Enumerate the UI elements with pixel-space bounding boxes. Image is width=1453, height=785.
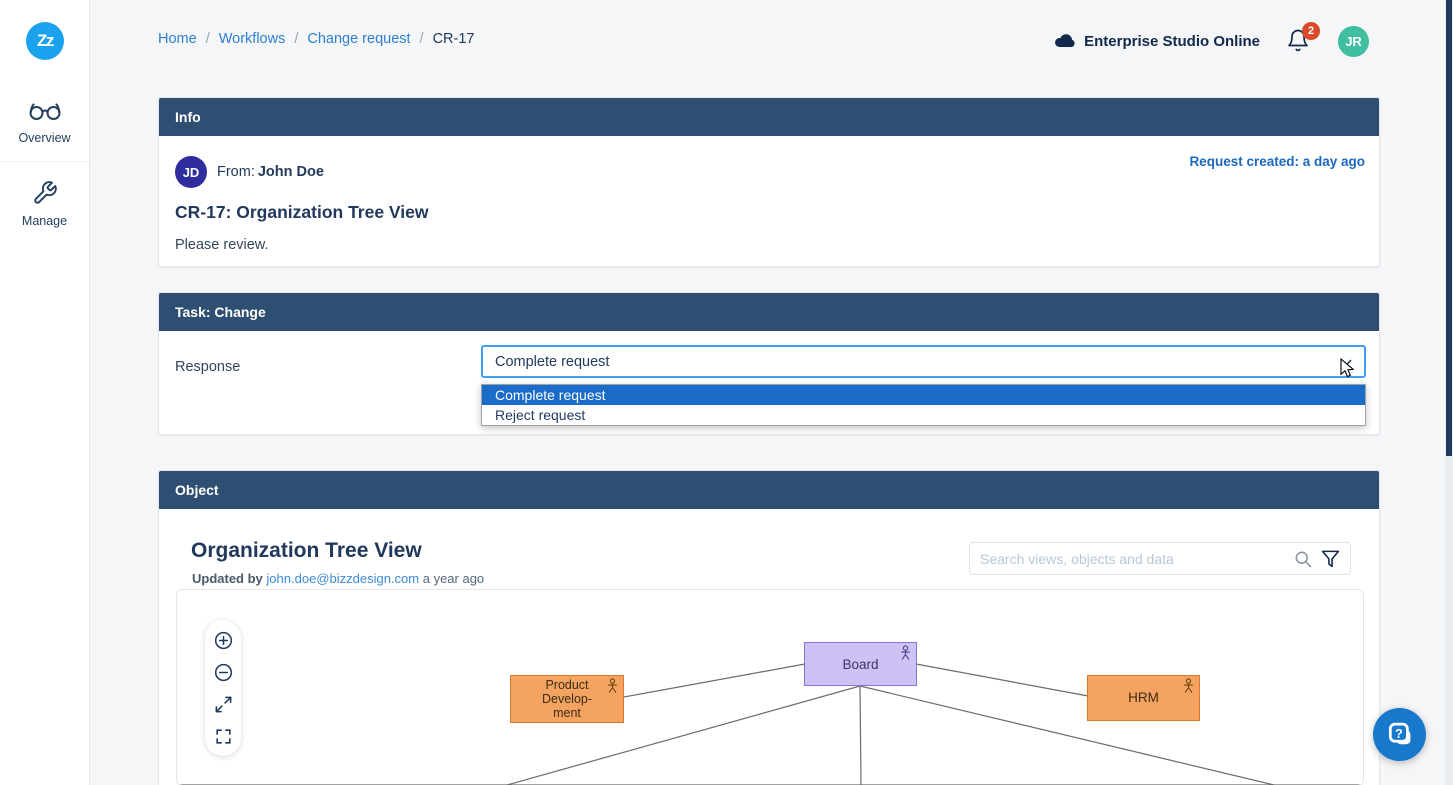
object-panel: Object Organization Tree View Updated by…	[158, 470, 1380, 785]
fit-to-view-button[interactable]	[208, 689, 238, 719]
response-dropdown-list: Complete request Reject request	[481, 384, 1366, 426]
notification-badge: 2	[1302, 22, 1320, 40]
expand-arrows-icon	[215, 696, 231, 712]
from-line: From:John Doe	[217, 164, 324, 180]
breadcrumb-link-change-request[interactable]: Change request	[307, 31, 411, 47]
filter-icon[interactable]	[1321, 549, 1340, 568]
notifications-button[interactable]: 2	[1286, 22, 1320, 54]
zoom-in-button[interactable]	[208, 625, 238, 655]
sidebar-item-overview[interactable]: Overview	[0, 96, 89, 145]
task-panel: Task: Change Response Complete request C…	[158, 292, 1380, 435]
info-panel-header: Info	[159, 98, 1379, 136]
updated-by-label: Updated by	[192, 571, 263, 586]
breadcrumb-separator: /	[205, 31, 210, 47]
diagram-node-hrm[interactable]: HRM	[1087, 675, 1200, 721]
diagram-node-board[interactable]: Board	[804, 642, 917, 686]
node-label: Board	[842, 656, 879, 672]
product-brand: Enterprise Studio Online	[1053, 29, 1260, 53]
fullscreen-button[interactable]	[208, 721, 238, 751]
diagram-zoom-toolbar	[205, 620, 241, 756]
topbar-right: Enterprise Studio Online 2 JR	[1053, 22, 1369, 60]
sidebar-item-label: Manage	[21, 214, 68, 228]
diagram-canvas[interactable]: Board Product Develop- ment HRM	[176, 589, 1364, 785]
search-input[interactable]	[980, 550, 1285, 567]
help-chat-button[interactable]: ?	[1373, 708, 1426, 761]
response-select-value: Complete request	[495, 353, 610, 370]
object-title: Organization Tree View	[191, 539, 422, 562]
dropdown-option-complete-request[interactable]: Complete request	[482, 385, 1365, 405]
breadcrumb-link-home[interactable]: Home	[158, 31, 197, 47]
bizzdesign-logo[interactable]: Zz	[26, 22, 64, 60]
fullscreen-icon	[215, 728, 231, 744]
from-name: John Doe	[257, 164, 324, 180]
sidebar-item-manage[interactable]: Manage	[0, 180, 89, 228]
zoom-out-button[interactable]	[208, 657, 238, 687]
search-icon[interactable]	[1293, 549, 1313, 569]
updated-by-email-link[interactable]: john.doe@bizzdesign.com	[266, 571, 420, 586]
breadcrumb-link-workflows[interactable]: Workflows	[218, 31, 286, 47]
node-label: Develop-	[541, 692, 593, 706]
search-box	[969, 542, 1351, 575]
user-avatar[interactable]: JR	[1338, 25, 1369, 57]
breadcrumb-separator: /	[294, 31, 299, 47]
updated-line: Updated by john.doe@bizzdesign.com a yea…	[192, 571, 484, 586]
glasses-icon	[29, 103, 60, 120]
dropdown-option-reject-request[interactable]: Reject request	[495, 407, 586, 423]
actor-icon	[608, 678, 617, 693]
task-panel-header: Task: Change	[159, 293, 1379, 331]
change-request-title: CR-17: Organization Tree View	[175, 202, 429, 222]
svg-text:?: ?	[1394, 727, 1402, 741]
page-scrollbar	[1445, 0, 1453, 785]
info-panel: Info JD From:John Doe Request created: a…	[158, 97, 1380, 267]
zoom-out-icon	[214, 663, 232, 681]
actor-icon	[1184, 678, 1193, 693]
node-label: ment	[553, 706, 581, 720]
object-panel-header: Object	[159, 471, 1379, 509]
sidebar-item-label: Overview	[18, 131, 71, 145]
request-created-timestamp: Request created: a day ago	[1189, 154, 1365, 169]
from-label: From:	[217, 164, 255, 180]
response-select[interactable]: Complete request	[481, 345, 1366, 378]
updated-when: a year ago	[422, 571, 485, 586]
sidebar-divider	[0, 161, 89, 162]
sidebar: Zz Overview Manage	[0, 0, 90, 785]
cloud-icon	[1055, 34, 1075, 47]
product-name: Enterprise Studio Online	[1084, 32, 1260, 50]
help-question-icon: ?	[1388, 722, 1410, 744]
node-label: HRM	[1128, 690, 1159, 706]
node-label: Product	[545, 678, 589, 692]
zoom-in-icon	[214, 631, 232, 649]
response-label: Response	[175, 359, 241, 375]
mouse-cursor	[1340, 358, 1355, 378]
actor-icon	[901, 645, 910, 660]
scrollbar-thumb[interactable]	[1446, 0, 1452, 456]
bell-icon	[1288, 29, 1308, 52]
connection-lines	[177, 663, 1363, 785]
diagram-node-product-development[interactable]: Product Develop- ment	[510, 675, 624, 723]
request-message: Please review.	[175, 237, 269, 253]
requester-avatar: JD	[175, 156, 207, 188]
breadcrumb: Home / Workflows / Change request / CR-1…	[158, 31, 474, 47]
breadcrumb-separator: /	[419, 31, 424, 47]
breadcrumb-current: CR-17	[432, 31, 475, 47]
wrench-icon	[33, 181, 57, 204]
